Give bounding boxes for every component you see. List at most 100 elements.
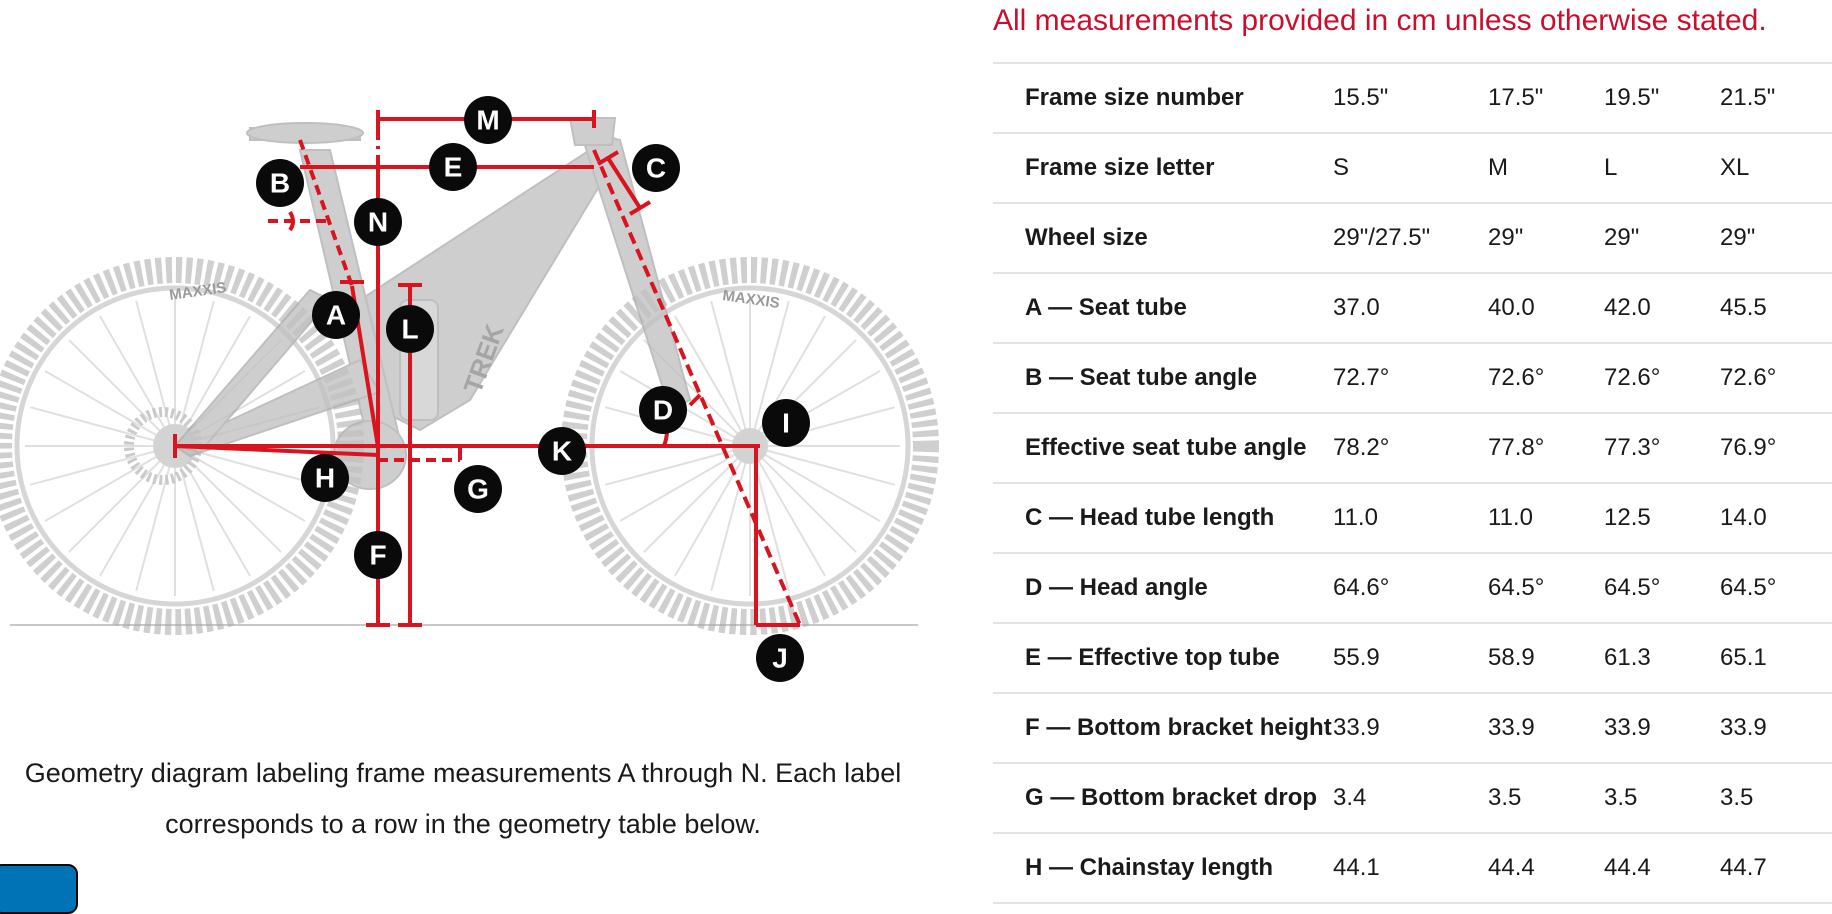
size-value-cell: 29" — [1720, 202, 1832, 273]
label-F: F — [354, 531, 402, 579]
label-E: E — [429, 143, 477, 191]
label-N: N — [354, 198, 402, 246]
row-label: A — Seat tube — [993, 272, 1333, 343]
size-value-cell: 72.7° — [1333, 342, 1488, 413]
size-value-cell: 44.4 — [1604, 832, 1720, 904]
wheel-spoke — [29, 445, 176, 486]
wheel-spoke — [68, 445, 176, 553]
size-value-cell: 64.5° — [1720, 552, 1832, 623]
size-value-cell: 72.6° — [1720, 342, 1832, 413]
size-value-cell: S — [1333, 132, 1488, 203]
label-C: C — [632, 144, 680, 192]
measurement-notice: All measurements provided in cm unless o… — [993, 4, 1767, 37]
svg-text:F: F — [369, 540, 386, 571]
floating-action-tab[interactable] — [0, 864, 78, 914]
svg-text:G: G — [467, 474, 489, 505]
wheel-spoke — [99, 445, 176, 577]
svg-text:B: B — [270, 168, 290, 199]
label-M: M — [464, 96, 512, 144]
size-value-cell: 15.5" — [1333, 62, 1488, 133]
wheel-spoke — [710, 445, 751, 592]
row-label: D — Head angle — [993, 552, 1333, 623]
size-value-cell: 42.0 — [1604, 272, 1720, 343]
wheel-spoke — [99, 315, 176, 447]
size-value-cell: 12.5 — [1604, 482, 1720, 553]
size-value-cell: 44.7 — [1720, 832, 1832, 904]
svg-text:H: H — [315, 463, 335, 494]
wheel-spoke — [749, 445, 896, 486]
size-value-cell: 72.6° — [1604, 342, 1720, 413]
size-value-cell: XL — [1720, 132, 1832, 203]
wheel-spoke — [710, 300, 751, 447]
label-I: I — [762, 399, 810, 447]
size-value-cell: 19.5" — [1604, 62, 1720, 133]
svg-text:A: A — [326, 300, 346, 331]
size-value-cell: 61.3 — [1604, 622, 1720, 693]
row-label: Wheel size — [993, 202, 1333, 273]
size-value-cell: 44.4 — [1488, 832, 1604, 904]
size-value-cell: M — [1488, 132, 1604, 203]
size-value-cell: 11.0 — [1333, 482, 1488, 553]
row-label: Frame size number — [993, 62, 1333, 133]
wheel-spoke — [68, 339, 176, 447]
size-value-cell: 3.4 — [1333, 762, 1488, 833]
size-value-cell: 33.9 — [1488, 692, 1604, 763]
wheel-spoke — [749, 445, 857, 553]
size-value-cell: 65.1 — [1720, 622, 1832, 693]
size-value-cell: 77.3° — [1604, 412, 1720, 483]
size-value-cell: 37.0 — [1333, 272, 1488, 343]
wheel-spoke — [749, 445, 881, 522]
svg-text:D: D — [653, 395, 673, 426]
size-value-cell: 77.8° — [1488, 412, 1604, 483]
size-value-cell: 33.9 — [1720, 692, 1832, 763]
label-L: L — [386, 305, 434, 353]
bike-illustration: MAXXIS MAXXIS TREK — [0, 96, 939, 682]
label-G: G — [454, 465, 502, 513]
geometry-diagram: MAXXIS MAXXIS TREK — [0, 0, 940, 700]
svg-text:J: J — [772, 643, 788, 674]
wheel-spoke — [135, 445, 176, 592]
row-label: E — Effective top tube — [993, 622, 1333, 693]
wheel-spoke — [619, 445, 751, 522]
size-value-cell: 3.5 — [1720, 762, 1832, 833]
size-value-cell: 45.5 — [1720, 272, 1832, 343]
size-value-cell: 33.9 — [1333, 692, 1488, 763]
label-H: H — [301, 454, 349, 502]
svg-text:I: I — [782, 408, 790, 439]
row-label: F — Bottom bracket height — [993, 692, 1333, 763]
size-value-cell: 21.5" — [1720, 62, 1832, 133]
size-value-cell: 78.2° — [1333, 412, 1488, 483]
size-value-cell: 40.0 — [1488, 272, 1604, 343]
wheel-spoke — [674, 445, 751, 577]
svg-text:M: M — [476, 105, 499, 136]
svg-text:E: E — [444, 152, 463, 183]
row-label: H — Chainstay length — [993, 832, 1333, 904]
size-value-cell: 14.0 — [1720, 482, 1832, 553]
size-value-cell: 17.5" — [1488, 62, 1604, 133]
size-value-cell: 55.9 — [1333, 622, 1488, 693]
size-value-cell: 29" — [1604, 202, 1720, 273]
row-label: C — Head tube length — [993, 482, 1333, 553]
size-value-cell: 72.6° — [1488, 342, 1604, 413]
size-value-cell: 3.5 — [1488, 762, 1604, 833]
wheel-spoke — [643, 445, 751, 553]
wheel-spoke — [29, 406, 176, 447]
wheel-spoke — [44, 445, 176, 522]
wheel-spoke — [749, 300, 790, 447]
row-label: B — Seat tube angle — [993, 342, 1333, 413]
wheel-spoke — [44, 370, 176, 447]
size-value-cell: 29"/27.5" — [1333, 202, 1488, 273]
size-value-cell: L — [1604, 132, 1720, 203]
wheel-spoke — [604, 445, 751, 486]
size-value-cell: 44.1 — [1333, 832, 1488, 904]
label-D: D — [639, 386, 687, 434]
size-value-cell: 64.5° — [1488, 552, 1604, 623]
